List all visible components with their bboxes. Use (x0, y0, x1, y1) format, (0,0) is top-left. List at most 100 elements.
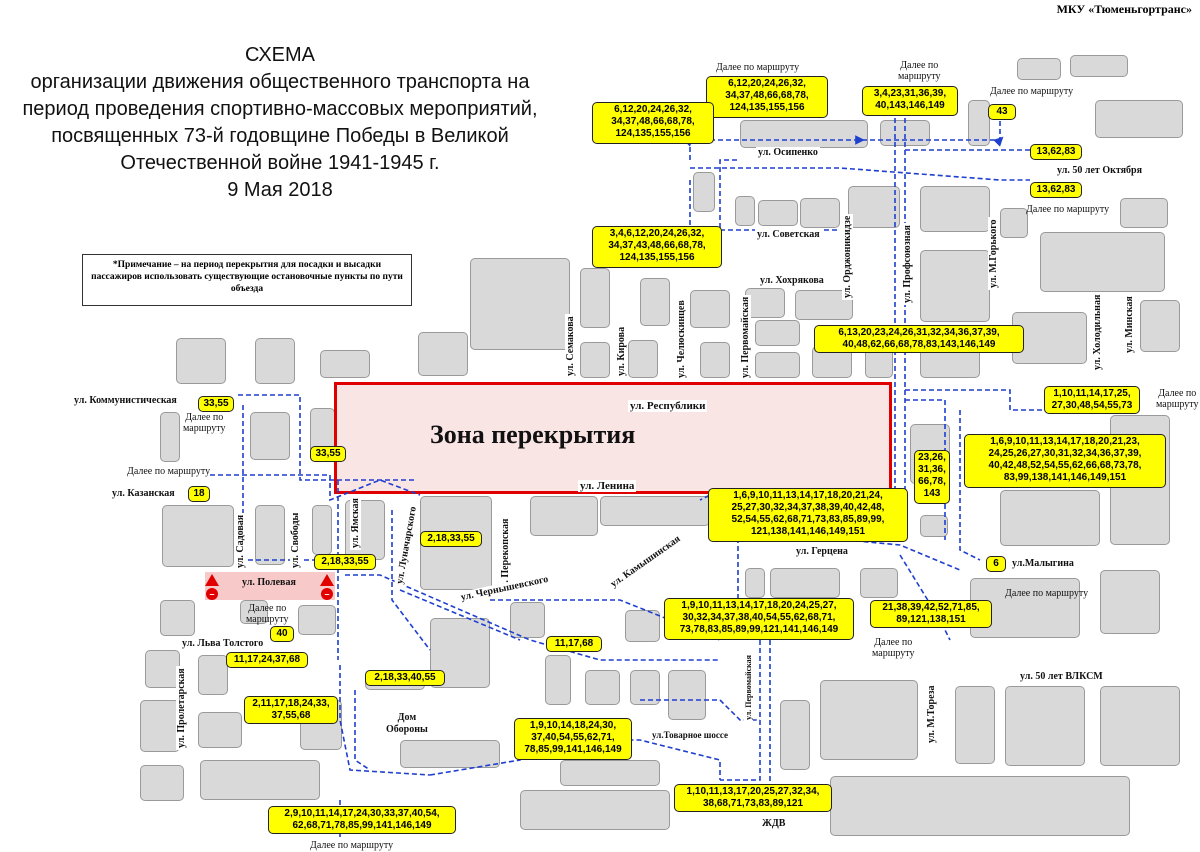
street-label: ул. Ямская (350, 496, 361, 550)
street-label: ул. Семакова (565, 314, 576, 378)
street-label: ул. Садовая (235, 512, 246, 570)
street-label: ул. Челюскинцев (676, 298, 687, 380)
city-block (1017, 58, 1061, 80)
city-block (162, 505, 234, 567)
boarding-notice: *Примечание – на период перекрытия для п… (82, 254, 412, 306)
city-block (1100, 686, 1180, 766)
city-block (580, 268, 610, 328)
street-label: ул. 50 лет ВЛКСМ (1018, 671, 1105, 682)
street-label: ул. Осипенко (756, 147, 820, 158)
follow-route-note: Далее по маршруту (990, 86, 1074, 97)
route-number-badge: 2,9,10,11,14,17,24,30,33,37,40,54, 62,68… (268, 806, 456, 834)
city-block (830, 776, 1130, 836)
route-number-badge: 2,18,33,55 (420, 531, 482, 547)
route-number-badge: 3,4,23,31,36,39, 40,143,146,149 (862, 86, 958, 116)
city-block (755, 352, 800, 378)
city-block (250, 412, 290, 460)
street-label: ул. Пролетарская (176, 666, 187, 750)
street-label: ул. 50 лет Октября (1055, 165, 1145, 176)
city-block (510, 602, 545, 638)
street-label: ул. Хохрякова (758, 275, 826, 286)
route-number-badge: 2,18,33,55 (314, 554, 376, 570)
city-block (735, 196, 755, 226)
route-number-badge: 33,55 (310, 446, 346, 462)
city-block (700, 342, 730, 378)
city-block (1120, 198, 1168, 228)
street-label: ул. Минская (1124, 294, 1135, 355)
route-line (689, 180, 840, 231)
street-label: ЖДВ (760, 818, 788, 829)
city-block (160, 600, 195, 636)
route-line (905, 399, 946, 540)
street-label: ул. Казанская (110, 488, 177, 499)
street-label: ул. Ленина (578, 480, 637, 492)
city-block (848, 186, 900, 228)
street-label: ул. Первомайская (744, 653, 753, 722)
closure-zone (334, 382, 892, 494)
city-block (630, 670, 660, 705)
city-block (920, 250, 990, 322)
city-block (625, 610, 660, 642)
city-block (255, 505, 285, 565)
city-block (470, 258, 570, 350)
route-number-badge: 23,26, 31,36, 66,78, 143 (914, 450, 950, 504)
no-entry-icon: – (321, 588, 333, 600)
route-line (640, 699, 760, 721)
street-label: ул. М.Тореза (926, 683, 937, 745)
no-entry-icon: – (206, 588, 218, 600)
city-block (198, 712, 242, 748)
street-label: ул. Льва Толстого (180, 638, 266, 649)
city-block (140, 765, 184, 801)
follow-route-note: Далее по маршруту (246, 603, 289, 625)
organization-name: МКУ «Тюменьгортранс» (1056, 2, 1192, 16)
city-block (255, 338, 295, 384)
street-label: ул. Республики (628, 400, 708, 412)
route-number-badge: 40 (270, 626, 294, 642)
route-number-badge: 18 (188, 486, 210, 502)
city-block (585, 670, 620, 705)
follow-route-note: Далее по маршруту (898, 60, 941, 82)
city-block (955, 686, 995, 764)
city-block (640, 278, 670, 326)
route-line (959, 410, 981, 561)
city-block (1000, 490, 1100, 546)
city-block (1070, 55, 1128, 77)
city-block (200, 760, 320, 800)
route-number-badge: 1,9,10,14,18,24,30, 37,40,54,55,62,71, 7… (514, 718, 632, 760)
follow-route-note: Далее по маршруту (1156, 388, 1199, 410)
city-block (690, 290, 730, 328)
route-line (210, 474, 421, 502)
route-number-badge: 1,10,11,14,17,25, 27,30,48,54,55,73 (1044, 386, 1140, 414)
follow-route-note: Далее по маршруту (310, 840, 394, 851)
city-block (745, 568, 765, 598)
title-line: период проведения спортивно-массовых мер… (22, 98, 538, 120)
follow-route-note: Далее по маршруту (127, 466, 211, 477)
follow-route-note: Далее по маршруту (1026, 204, 1110, 215)
route-number-badge: 2,11,17,18,24,33, 37,55,68 (244, 696, 338, 724)
route-number-badge: 3,4,6,12,20,24,26,32, 34,37,43,48,66,68,… (592, 226, 722, 268)
title-line: СХЕМА (245, 44, 315, 66)
city-block (745, 288, 785, 318)
route-number-badge: 2,18,33,40,55 (365, 670, 445, 686)
route-number-badge: 6,12,20,24,26,32, 34,37,48,66,68,78, 124… (592, 102, 714, 144)
route-number-badge: 33,55 (198, 396, 234, 412)
route-number-badge: 6,12,20,24,26,32, 34,37,48,66,68,78, 124… (706, 76, 828, 118)
street-label: ул. М.Горького (988, 217, 999, 290)
route-line (720, 640, 761, 781)
city-block (1100, 570, 1160, 634)
city-block (298, 605, 336, 635)
city-block (800, 198, 840, 228)
route-line (238, 394, 415, 481)
route-line (683, 120, 1004, 160)
map-title: СХЕМА организации движения общественного… (0, 42, 560, 204)
follow-route-note: Далее по маршруту (716, 62, 800, 73)
city-block (668, 670, 706, 720)
city-block (520, 790, 670, 830)
route-line (905, 389, 1060, 411)
city-block (920, 515, 948, 537)
route-number-badge: 6 (986, 556, 1006, 572)
roadwork-warning-icon (205, 574, 219, 586)
city-block (1040, 232, 1165, 292)
landmark-label: Дом Обороны (384, 712, 430, 736)
street-label: ул. Первомайская (740, 294, 751, 380)
